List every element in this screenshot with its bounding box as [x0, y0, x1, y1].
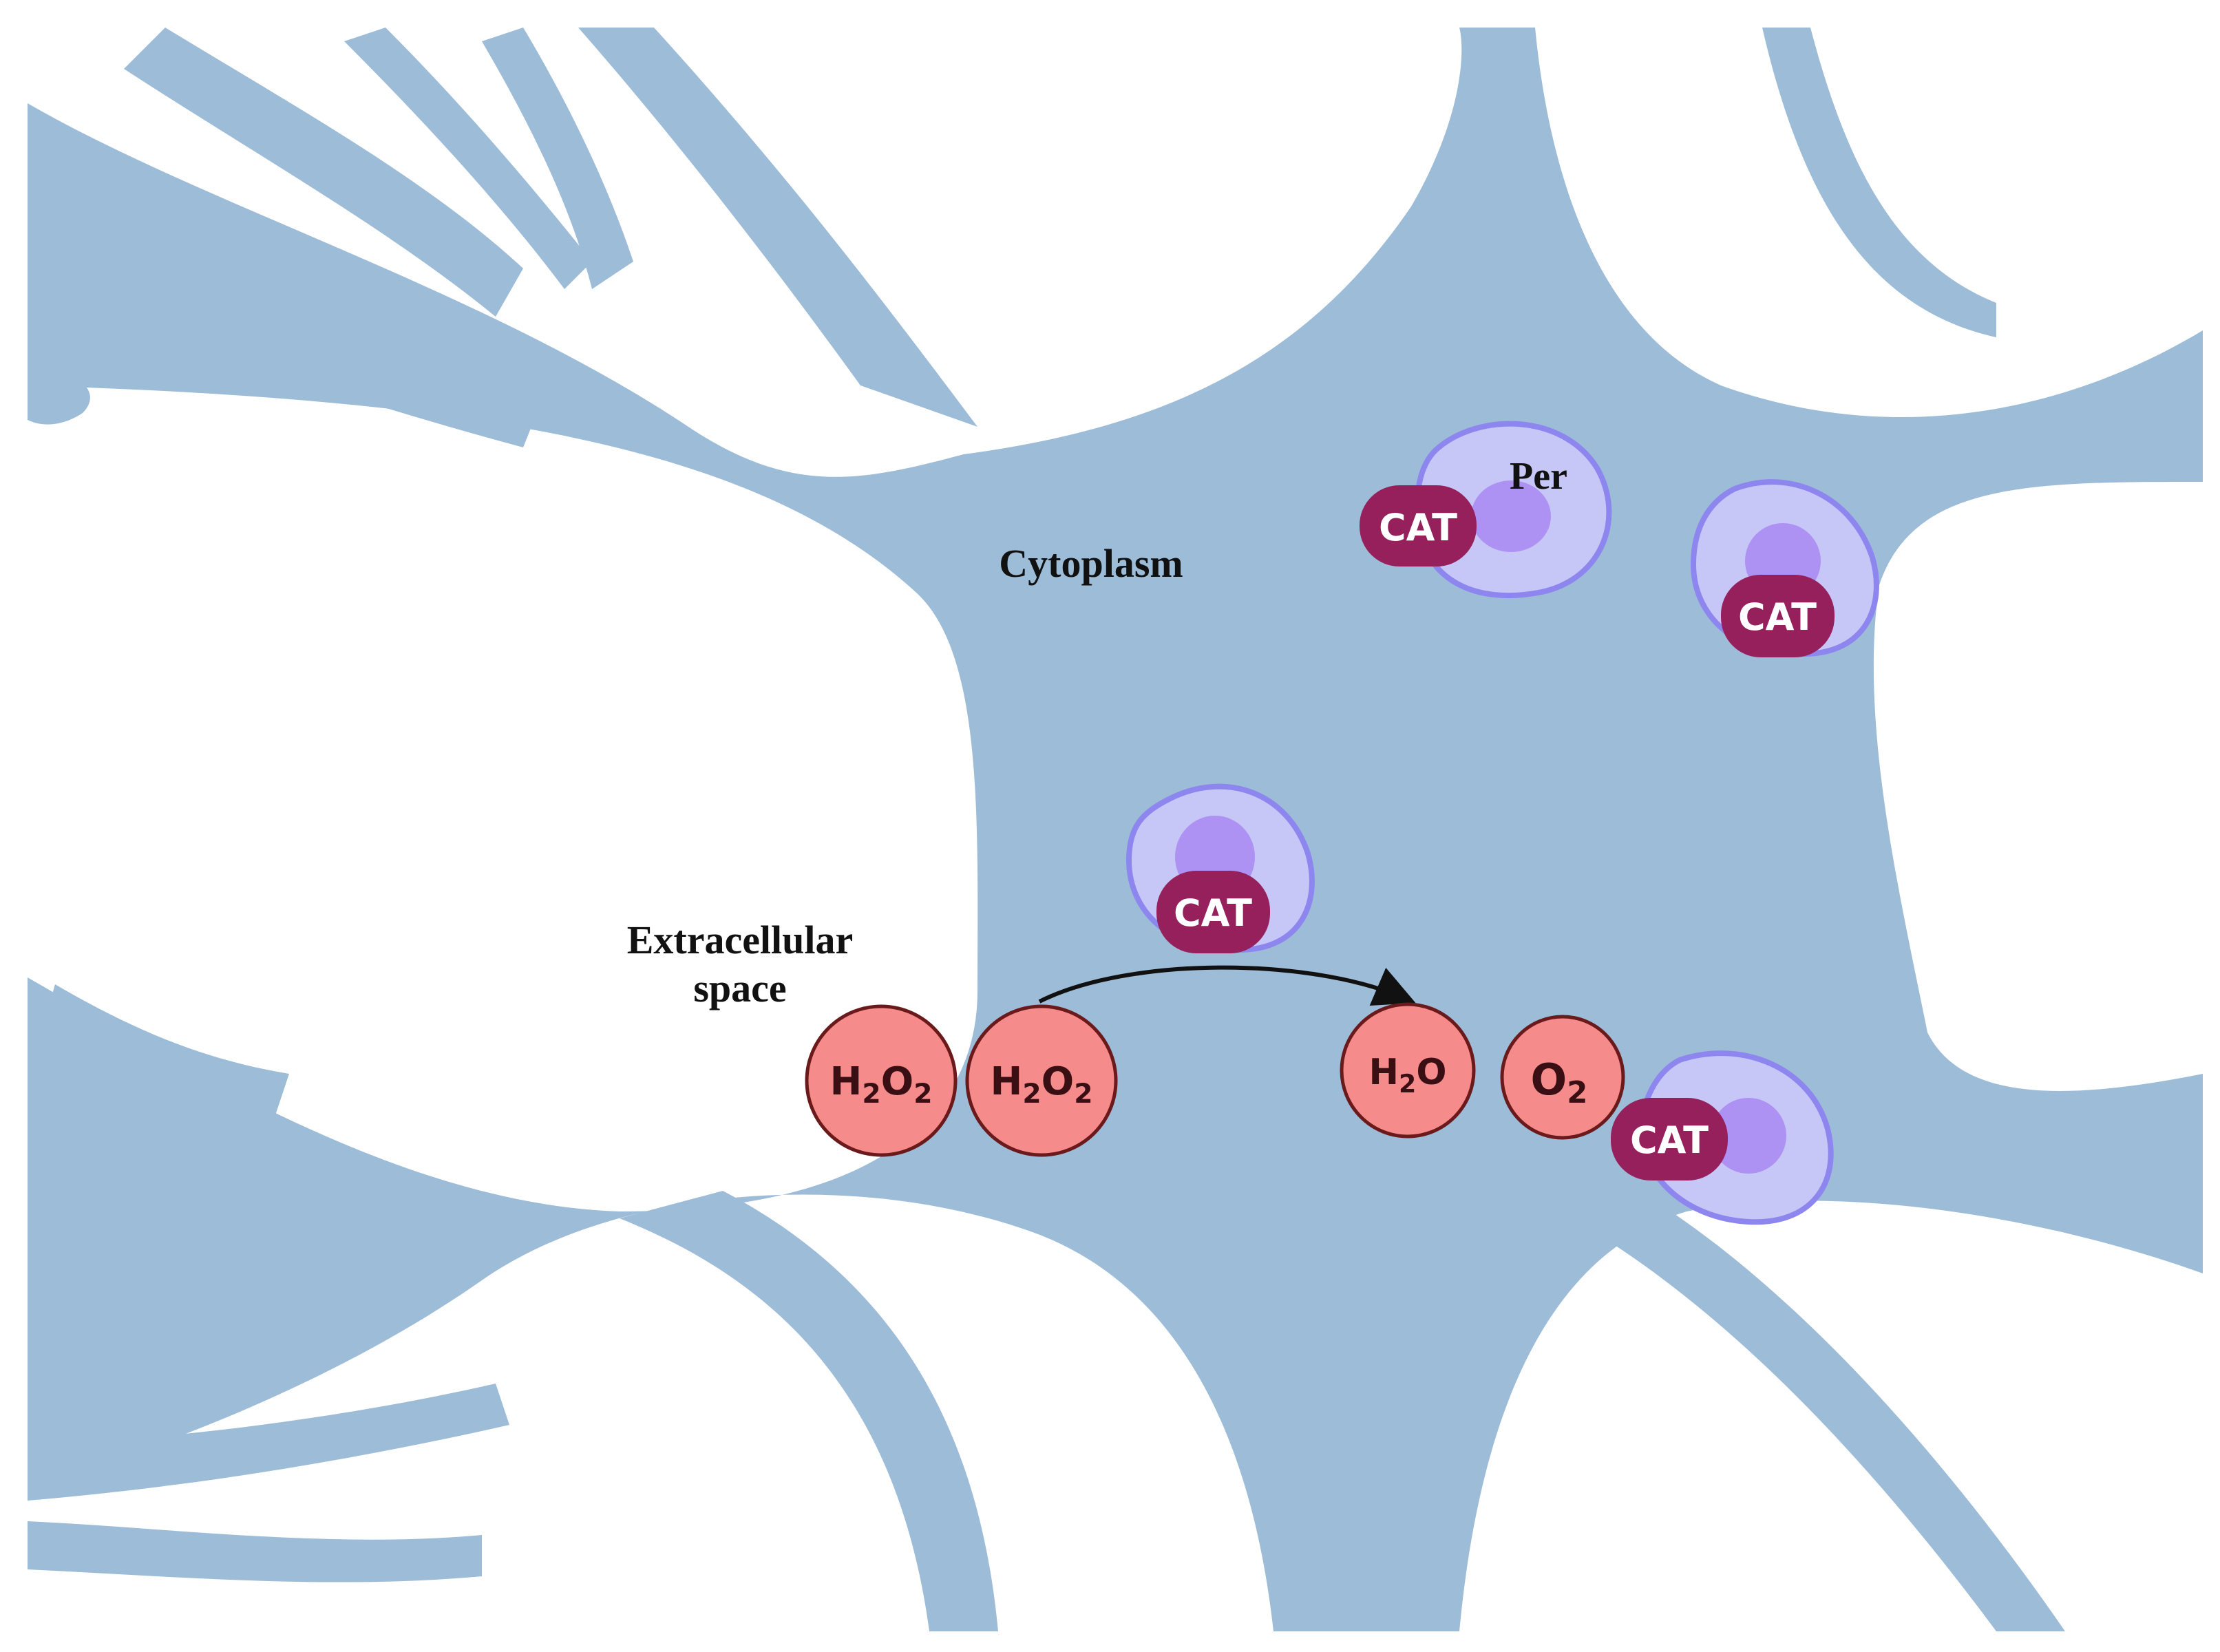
catalase-2-shape — [1721, 575, 1835, 657]
h2o2-outside: H2O2 — [805, 1004, 958, 1157]
catalase-2-label: CAT — [1738, 595, 1817, 639]
catalase-2: CAT — [1721, 575, 1835, 657]
peroxisome-1: Per CAT — [1360, 421, 1612, 599]
h2o2-inside: H2O2 — [965, 1004, 1118, 1157]
peroxisome-2: CAT — [1690, 479, 1879, 657]
catalase-1-shape — [1360, 485, 1477, 566]
cytoplasm-region — [28, 28, 2203, 1631]
h2o2-outside-circle — [805, 1004, 958, 1157]
catalase-1: CAT — [1360, 485, 1477, 566]
catalase-4-label: CAT — [1630, 1119, 1709, 1162]
dendrite-lower-left-1 — [41, 984, 289, 1115]
dendrite-upper-left-4 — [28, 374, 90, 425]
peroxisome-3: CAT — [1125, 783, 1315, 953]
dendrite-upper-left-3 — [28, 227, 537, 447]
extracellular-label-line2: space — [693, 966, 786, 1010]
dendrite-top-center — [578, 28, 977, 427]
dendrite-right-top — [1762, 28, 1996, 337]
catalase-3-shape — [1156, 871, 1270, 953]
catalase-4: CAT — [1611, 1098, 1728, 1180]
catalase-3: CAT — [1156, 871, 1270, 953]
dendrite-lower-left-2 — [28, 1239, 468, 1342]
dendrite-upper-left-1 — [124, 28, 523, 317]
h2o2-inside-label: H2O2 — [990, 1059, 1092, 1110]
reaction-arrow — [1038, 965, 1416, 1006]
cell-body — [28, 28, 2203, 1631]
dendrite-upper-left-5 — [482, 28, 633, 289]
oxygen-label: O2 — [1531, 1055, 1588, 1110]
dendrite-lower-left-3 — [28, 1384, 509, 1501]
peroxisome-4-core — [1711, 1098, 1786, 1174]
h2o2-outside-label: H2O2 — [829, 1059, 932, 1110]
h2o2-inside-circle — [965, 1004, 1118, 1157]
cytoplasm-label: Cytoplasm — [999, 541, 1183, 586]
water-molecule: H2O — [1340, 1002, 1476, 1139]
oxygen-molecule: O2 — [1500, 1015, 1625, 1140]
peroxisome-1-core — [1471, 480, 1551, 552]
catalase-1-label: CAT — [1379, 506, 1457, 549]
catalase-3-label: CAT — [1174, 891, 1252, 935]
water-label: H2O — [1368, 1052, 1446, 1099]
peroxisome-4: CAT — [1611, 1050, 1834, 1225]
extracellular-label-line1: Extracellular — [627, 918, 854, 962]
peroxisome-label: Per — [1510, 455, 1567, 498]
water-circle — [1340, 1002, 1476, 1139]
dendrite-upper-left-2 — [344, 28, 592, 289]
dendrite-lower-left-4 — [28, 1521, 482, 1582]
dendrite-bottom — [620, 1191, 998, 1631]
dendrite-right-lower — [1583, 1191, 2065, 1631]
catalase-4-shape — [1611, 1098, 1728, 1180]
oxygen-circle — [1500, 1015, 1625, 1140]
